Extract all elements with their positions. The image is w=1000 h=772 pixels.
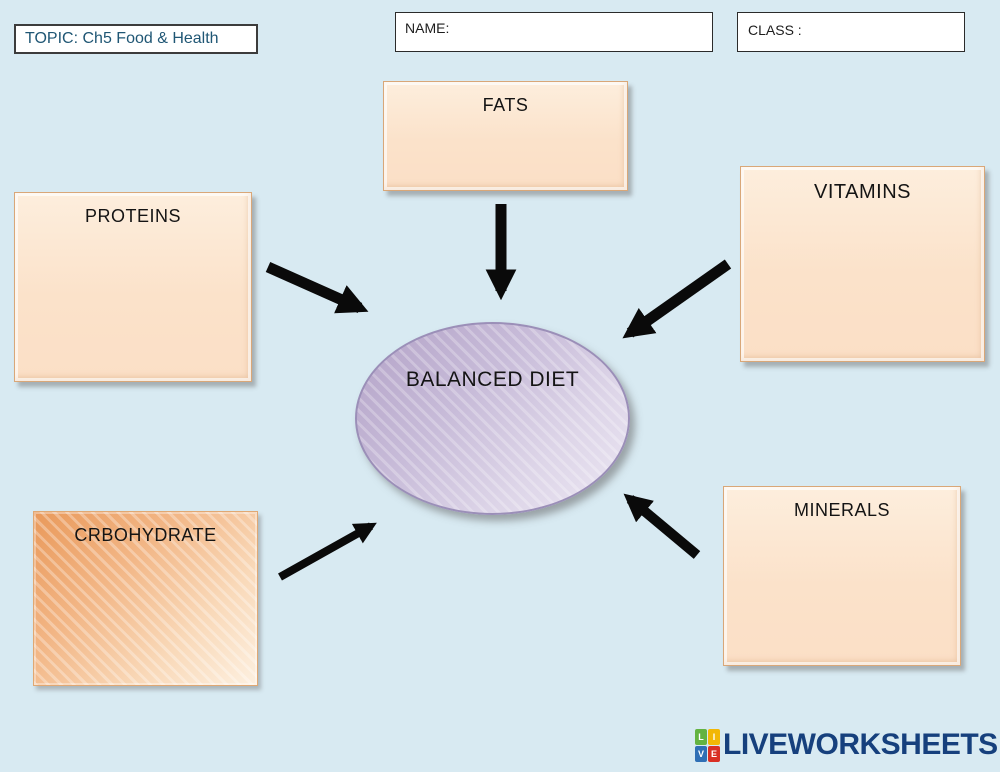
liveworksheets-logo-icon: L I V E	[695, 728, 720, 762]
logo-square-v: V	[695, 745, 707, 762]
node-minerals[interactable]: MINERALS	[723, 486, 961, 666]
center-ellipse-balanced-diet: BALANCED DIET	[355, 322, 630, 515]
arrow-minerals-to-center	[623, 493, 701, 559]
topic-label: TOPIC: Ch5 Food & Health	[25, 30, 219, 47]
arrow-vitamins-to-center	[622, 259, 732, 339]
node-vitamins[interactable]: VITAMINS	[740, 166, 985, 362]
node-carbohydrate[interactable]: CRBOHYDRATE	[33, 511, 258, 686]
logo-square-e: E	[708, 745, 720, 762]
node-proteins-label: PROTEINS	[84, 206, 181, 226]
node-carbohydrate-label: CRBOHYDRATE	[74, 525, 217, 545]
topic-box: TOPIC: Ch5 Food & Health	[14, 24, 258, 54]
class-field[interactable]: CLASS :	[737, 12, 965, 52]
logo-square-i: I	[708, 728, 720, 745]
center-label: BALANCED DIET	[405, 368, 580, 391]
liveworksheets-wordmark: LIVEWORKSHEETS	[723, 728, 998, 761]
class-label: CLASS :	[748, 22, 802, 38]
logo-square-l: L	[695, 728, 707, 745]
node-proteins[interactable]: PROTEINS	[14, 192, 252, 382]
node-minerals-label: MINERALS	[793, 500, 891, 520]
liveworksheets-logo[interactable]: L I V E LIVEWORKSHEETS	[695, 727, 998, 763]
node-fats[interactable]: FATS	[383, 81, 628, 191]
node-vitamins-label: VITAMINS	[814, 181, 911, 203]
name-label: NAME:	[405, 20, 450, 36]
arrow-carbohydrate-to-center	[278, 522, 377, 581]
name-field[interactable]: NAME:	[395, 12, 713, 52]
arrow-proteins-to-center	[265, 261, 369, 314]
node-fats-label: FATS	[482, 95, 529, 115]
